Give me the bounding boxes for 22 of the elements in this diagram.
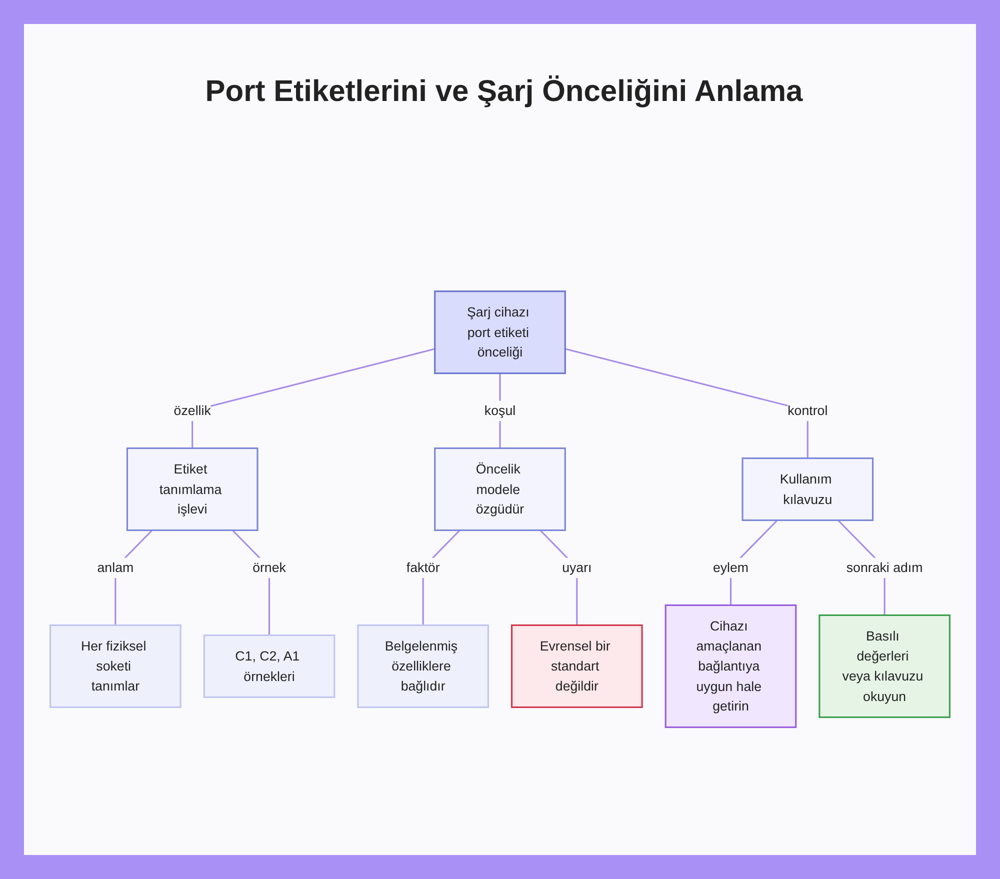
edge-label: eylem — [712, 560, 749, 575]
edge-label: koşul — [484, 402, 516, 418]
edge-label: faktör — [406, 560, 440, 575]
edge-label: sonraki adım — [846, 560, 923, 575]
node-box: Her fiziksel soketi tanımlar — [50, 624, 182, 708]
connector — [564, 348, 808, 458]
node-box: Cihazı amaçlanan bağlantıya uygun hale getirin — [664, 604, 797, 728]
edge-label: anlam — [97, 560, 134, 575]
node-box: Öncelik modele özgüdür — [434, 447, 566, 531]
node-box: Şarj cihazı port etiketi önceliği — [434, 290, 566, 374]
node-box: Evrensel bir standart değildir — [510, 624, 643, 708]
node-box: Kullanım kılavuzu — [742, 457, 874, 521]
edge-label: özellik — [174, 402, 211, 418]
diagram-title: Port Etiketlerini ve Şarj Önceliğini Anlama — [204, 74, 804, 110]
edge-label: kontrol — [788, 402, 828, 418]
node-box: Belgelenmiş özelliklere bağlıdır — [357, 624, 490, 708]
edge-label: örnek — [252, 560, 286, 575]
edge-label: uyarı — [562, 560, 592, 575]
node-box: Etiket tanımlama işlevi — [126, 447, 258, 531]
connector — [192, 348, 436, 448]
node-box: Basılı değerleri veya kılavuzu okuyun — [818, 614, 950, 718]
node-box: C1, C2, A1 örnekleri — [203, 634, 336, 698]
